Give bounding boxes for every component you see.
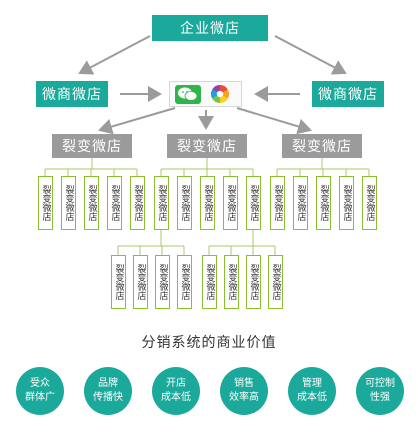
split-store-card: 裂变微店: [222, 176, 238, 230]
value-badge: 可控制 性强: [356, 367, 404, 415]
enterprise-store-node: 企业微店: [152, 15, 268, 41]
split-store-card: 裂变微店: [245, 176, 261, 230]
split-store-card: 裂变微店: [176, 176, 192, 230]
arrow-center-to-left-split: [98, 107, 176, 135]
value-line-1: 品牌: [98, 378, 118, 389]
value-badge: 开店 成本低: [152, 367, 200, 415]
split-store-card: 裂变微店: [315, 176, 331, 230]
split-store-card: 裂变微店: [292, 176, 308, 230]
split-store-node-2: 裂变微店: [167, 134, 247, 158]
section-title: 分销系统的商业价值: [141, 335, 277, 351]
platform-icons: [169, 81, 242, 107]
value-line-2: 成本低: [297, 392, 327, 403]
split-store-card: 裂变微店: [267, 255, 283, 309]
wechat-store-label-right: 微商微店: [318, 87, 378, 103]
split-store-card: 裂变微店: [245, 255, 261, 309]
split-store-card: 裂变微店: [83, 176, 99, 230]
split-store-card: 裂变微店: [176, 255, 192, 309]
arrow-top-to-right: [274, 35, 347, 75]
value-line-1: 可控制: [365, 378, 395, 389]
value-line-1: 开店: [166, 378, 186, 389]
split-store-card: 裂变微店: [223, 255, 239, 309]
value-badge: 管理 成本低: [288, 367, 336, 415]
split-store-card: 裂变微店: [338, 176, 354, 230]
split-store-card: 裂变微店: [132, 255, 148, 309]
split-store-label: 裂变微店: [292, 139, 352, 155]
split-store-card: 裂变微店: [199, 176, 215, 230]
split-store-card: 裂变微店: [129, 176, 145, 230]
wechat-store-label-left: 微商微店: [42, 87, 102, 103]
split-store-card: 裂变微店: [269, 176, 285, 230]
split-store-node-3: 裂变微店: [282, 134, 362, 158]
value-badge: 销售 效率高: [220, 367, 268, 415]
value-line-1: 受众: [30, 378, 50, 389]
split-store-card: 裂变微店: [201, 255, 217, 309]
value-line-2: 效率高: [229, 392, 259, 403]
value-line-2: 传播快: [93, 392, 123, 403]
split-store-card: 裂变微店: [154, 255, 170, 309]
wechat-store-node-left: 微商微店: [36, 81, 108, 107]
value-line-2: 性强: [370, 392, 390, 403]
split-store-card: 裂变微店: [106, 176, 122, 230]
enterprise-store-label: 企业微店: [180, 21, 240, 37]
split-store-label: 裂变微店: [177, 139, 237, 155]
aperture-icon: [210, 85, 230, 103]
value-badge: 受众 群体广: [16, 367, 64, 415]
value-line-2: 群体广: [25, 392, 55, 403]
wechat-store-node-right: 微商微店: [312, 81, 384, 107]
split-store-label: 裂变微店: [62, 139, 122, 155]
value-line-2: 成本低: [161, 392, 191, 403]
split-store-card: 裂变微店: [110, 255, 126, 309]
split-store-card: 裂变微店: [361, 176, 377, 230]
split-store-card: 裂变微店: [60, 176, 76, 230]
arrow-top-to-left: [78, 35, 151, 75]
split-store-node-1: 裂变微店: [52, 134, 132, 158]
split-store-card: 裂变微店: [37, 176, 53, 230]
arrow-center-to-right-split: [236, 107, 312, 135]
value-badge: 品牌 传播快: [84, 367, 132, 415]
value-line-1: 销售: [234, 378, 254, 389]
value-line-1: 管理: [302, 378, 322, 389]
split-store-card: 裂变微店: [153, 176, 169, 230]
wechat-icon: [175, 85, 201, 104]
